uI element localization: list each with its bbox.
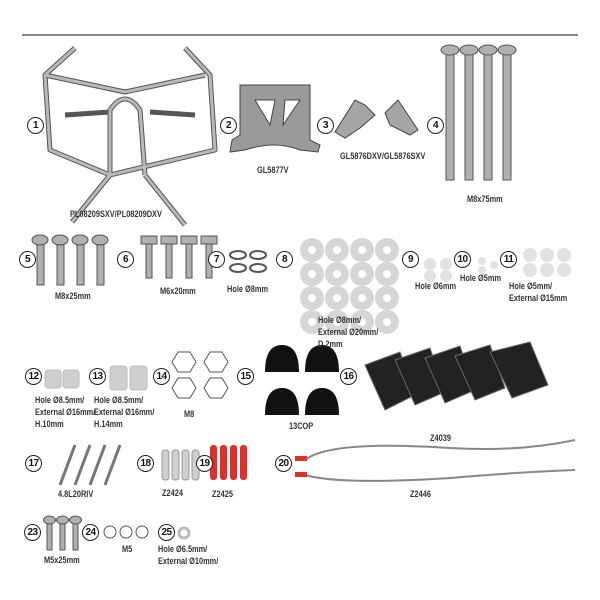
end-caps-illustration <box>364 341 549 411</box>
part-label-19: Z2425 <box>212 489 233 499</box>
part-label-2: GL5877V <box>257 165 289 175</box>
m8x25-bolts-illustration <box>31 234 109 286</box>
part-label-14: M8 <box>184 409 195 419</box>
part-label-18: Z2424 <box>162 488 183 498</box>
washer-hole <box>383 294 391 302</box>
part-number-7: 7 <box>208 251 225 268</box>
washer-hole <box>308 246 316 254</box>
part-label-3: GL5876DXV/GL5876SXV <box>340 151 426 161</box>
part-label-6: M6x20mm <box>160 286 196 296</box>
washer-hole <box>333 318 341 326</box>
cables-illustration <box>295 439 576 482</box>
part-number-9: 9 <box>402 251 419 268</box>
m5-nuts-illustration <box>103 525 149 539</box>
part-number-17: 17 <box>25 455 42 472</box>
part-label-11: Hole Ø5mm/ External Ø15mm <box>509 281 568 303</box>
part-label-23: M5x25mm <box>44 555 80 565</box>
part-number-6: 6 <box>117 251 134 268</box>
part-label-9: Hole Ø6mm <box>415 281 457 291</box>
washer-hole <box>358 270 366 278</box>
part-number-16: 16 <box>340 368 357 385</box>
small-washer-illustration <box>177 526 191 540</box>
large-washers-illustration <box>300 238 399 334</box>
part-label-1: PL08209SXV/PL08209DXV <box>70 209 162 219</box>
washer-hole <box>333 270 341 278</box>
bracket-illustration <box>334 99 419 139</box>
grey-connectors-illustration <box>161 449 200 481</box>
part-label-12: Hole Ø8.5mm/ External Ø16mm/ H.10mm <box>35 395 96 429</box>
part-number-12: 12 <box>25 368 42 385</box>
part-number-5: 5 <box>19 251 36 268</box>
part-number-13: 13 <box>89 368 106 385</box>
plate-illustration <box>229 84 321 153</box>
washer-hole <box>308 294 316 302</box>
washer-hole <box>383 246 391 254</box>
part-label-10: Hole Ø5mm <box>460 273 502 283</box>
part-label-5: M8x25mm <box>55 291 91 301</box>
washer-hole <box>358 294 366 302</box>
part-label-20: Z2446 <box>410 489 431 499</box>
washer-hole <box>333 246 341 254</box>
part-number-8: 8 <box>276 251 293 268</box>
washer-hole <box>308 318 316 326</box>
rivets-illustration <box>58 444 122 486</box>
top-divider <box>22 34 578 36</box>
caps-illustration <box>265 345 339 415</box>
washer-hole <box>358 246 366 254</box>
part-number-24: 24 <box>82 524 99 541</box>
part-label-24: M5 <box>122 544 133 554</box>
part-number-23: 23 <box>24 524 41 541</box>
red-connectors-illustration <box>210 445 247 480</box>
part-label-17: 4.8L20RIV <box>58 489 94 499</box>
part-number-1: 1 <box>27 117 44 134</box>
washer-hole <box>358 318 366 326</box>
part-number-4: 4 <box>427 117 444 134</box>
frame-illustration <box>42 46 218 227</box>
part-label-15-caps: 13COP <box>289 421 314 431</box>
part-number-15: 15 <box>237 368 254 385</box>
long-bolts-illustration <box>440 44 517 181</box>
part-label-4: M8x75mm <box>467 194 503 204</box>
washer-hole <box>333 294 341 302</box>
part-number-2: 2 <box>220 117 237 134</box>
part-label-7: Hole Ø8mm <box>227 284 269 294</box>
part-number-20: 20 <box>275 455 292 472</box>
part-number-25: 25 <box>158 524 175 541</box>
part-number-3: 3 <box>317 117 334 134</box>
part-label-25: Hole Ø6.5mm/ External Ø10mm/ <box>158 544 219 566</box>
washer-hole <box>383 270 391 278</box>
lock-washers-illustration <box>229 250 267 273</box>
part-number-14: 14 <box>153 368 170 385</box>
part-label-8: Hole Ø8mm/ External Ø20mm/ D.2mm <box>318 315 379 349</box>
m6x20-bolts-illustration <box>140 235 218 279</box>
part-number-10: 10 <box>454 251 471 268</box>
washer-hole <box>383 318 391 326</box>
flange-nuts-illustration <box>171 351 229 399</box>
part-label-13: Hole Ø8.5mm/ External Ø16mm/ H.14mm <box>94 395 155 429</box>
m5x25-bolts-illustration <box>43 515 82 551</box>
small-washers-illustration <box>424 248 571 282</box>
part-number-18: 18 <box>137 455 154 472</box>
part-number-19: 19 <box>196 455 213 472</box>
part-number-11: 11 <box>500 251 517 268</box>
washer-hole <box>308 270 316 278</box>
part-label-16: Z4039 <box>430 433 451 443</box>
spacers-illustration <box>44 365 148 391</box>
